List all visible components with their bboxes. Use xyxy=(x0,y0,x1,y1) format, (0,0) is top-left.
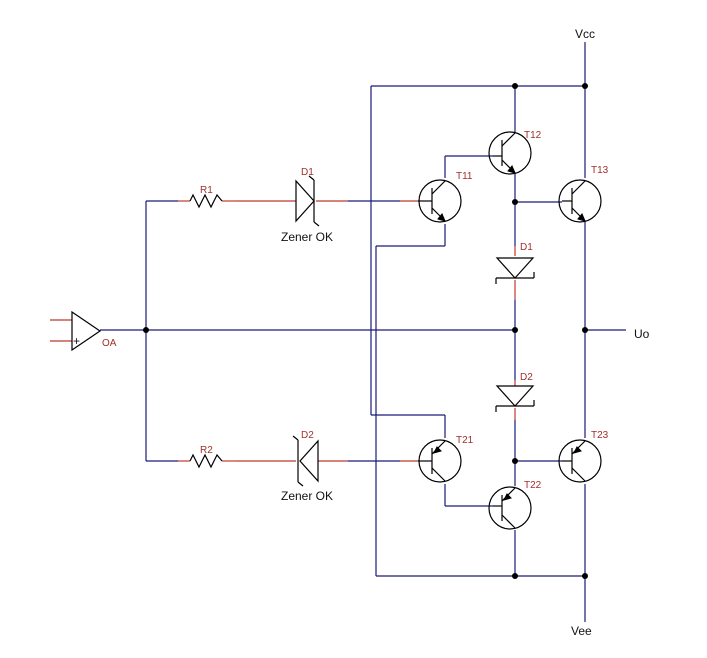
d1-left-label: D1 xyxy=(301,167,314,178)
component-leads xyxy=(50,200,516,462)
zener2-label: Zener OK xyxy=(281,489,333,503)
d2-left-label: D2 xyxy=(301,430,314,441)
op-amp: + OA xyxy=(71,310,117,352)
d2-right-label: D2 xyxy=(520,372,533,383)
t23-label: T23 xyxy=(591,430,609,441)
transistor-t21: T21 xyxy=(418,435,474,483)
t11-label: T11 xyxy=(456,171,473,182)
transistor-t12: T12 xyxy=(488,130,542,175)
t13-label: T13 xyxy=(591,165,609,176)
wires xyxy=(100,42,626,622)
t12-label: T12 xyxy=(524,130,542,141)
zener1-label: Zener OK xyxy=(281,230,333,244)
transistor-t13: T13 xyxy=(558,165,609,223)
transistor-t11: T11 xyxy=(418,171,473,223)
zener-diode-d1-right: D1 xyxy=(495,242,535,284)
zener-diode-d2-right: D2 xyxy=(495,372,535,412)
r2-label: R2 xyxy=(200,445,213,456)
resistor-r2: R2 xyxy=(189,445,223,469)
resistor-r1: R1 xyxy=(189,185,223,209)
zener-diode-d1: D1 Zener OK xyxy=(281,167,333,244)
vcc-label: Vcc xyxy=(575,27,595,41)
opamp-plus-sign: + xyxy=(73,334,80,348)
transistor-t23: T23 xyxy=(558,430,609,483)
vee-label: Vee xyxy=(571,624,592,638)
uo-label: Uo xyxy=(634,327,650,341)
junction-nodes xyxy=(143,83,588,579)
t21-label: T21 xyxy=(456,435,474,446)
transistor-t22: T22 xyxy=(488,480,542,530)
d1-right-label: D1 xyxy=(520,242,533,253)
zener-diode-d2: D2 Zener OK xyxy=(281,430,333,503)
r1-label: R1 xyxy=(200,185,213,196)
oa-label: OA xyxy=(102,338,117,349)
t22-label: T22 xyxy=(524,480,542,491)
